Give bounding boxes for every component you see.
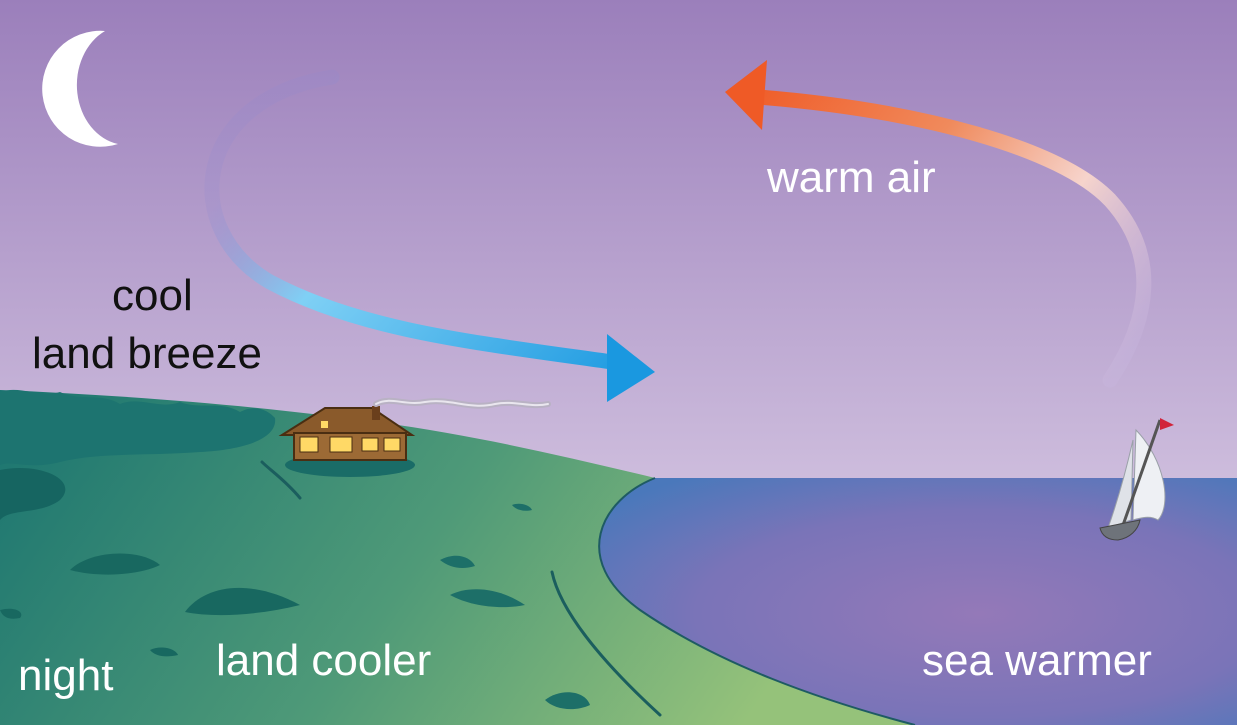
forest	[0, 389, 276, 466]
chimney-smoke-icon	[373, 397, 551, 409]
warm-air-label: warm air	[767, 153, 936, 202]
cool-land-breeze-label-line2: land breeze	[32, 329, 262, 378]
house-icon	[278, 406, 416, 477]
cool-breeze-arrow	[204, 69, 655, 402]
night-label: night	[18, 651, 114, 700]
sea-warmer-label: sea warmer	[922, 636, 1152, 685]
moon-icon	[42, 30, 118, 147]
land-cooler-label: land cooler	[216, 636, 432, 685]
sailboat-icon	[1099, 418, 1174, 541]
warm-air-arrow	[725, 60, 1152, 388]
cool-land-breeze-label-line1: cool	[112, 271, 193, 320]
